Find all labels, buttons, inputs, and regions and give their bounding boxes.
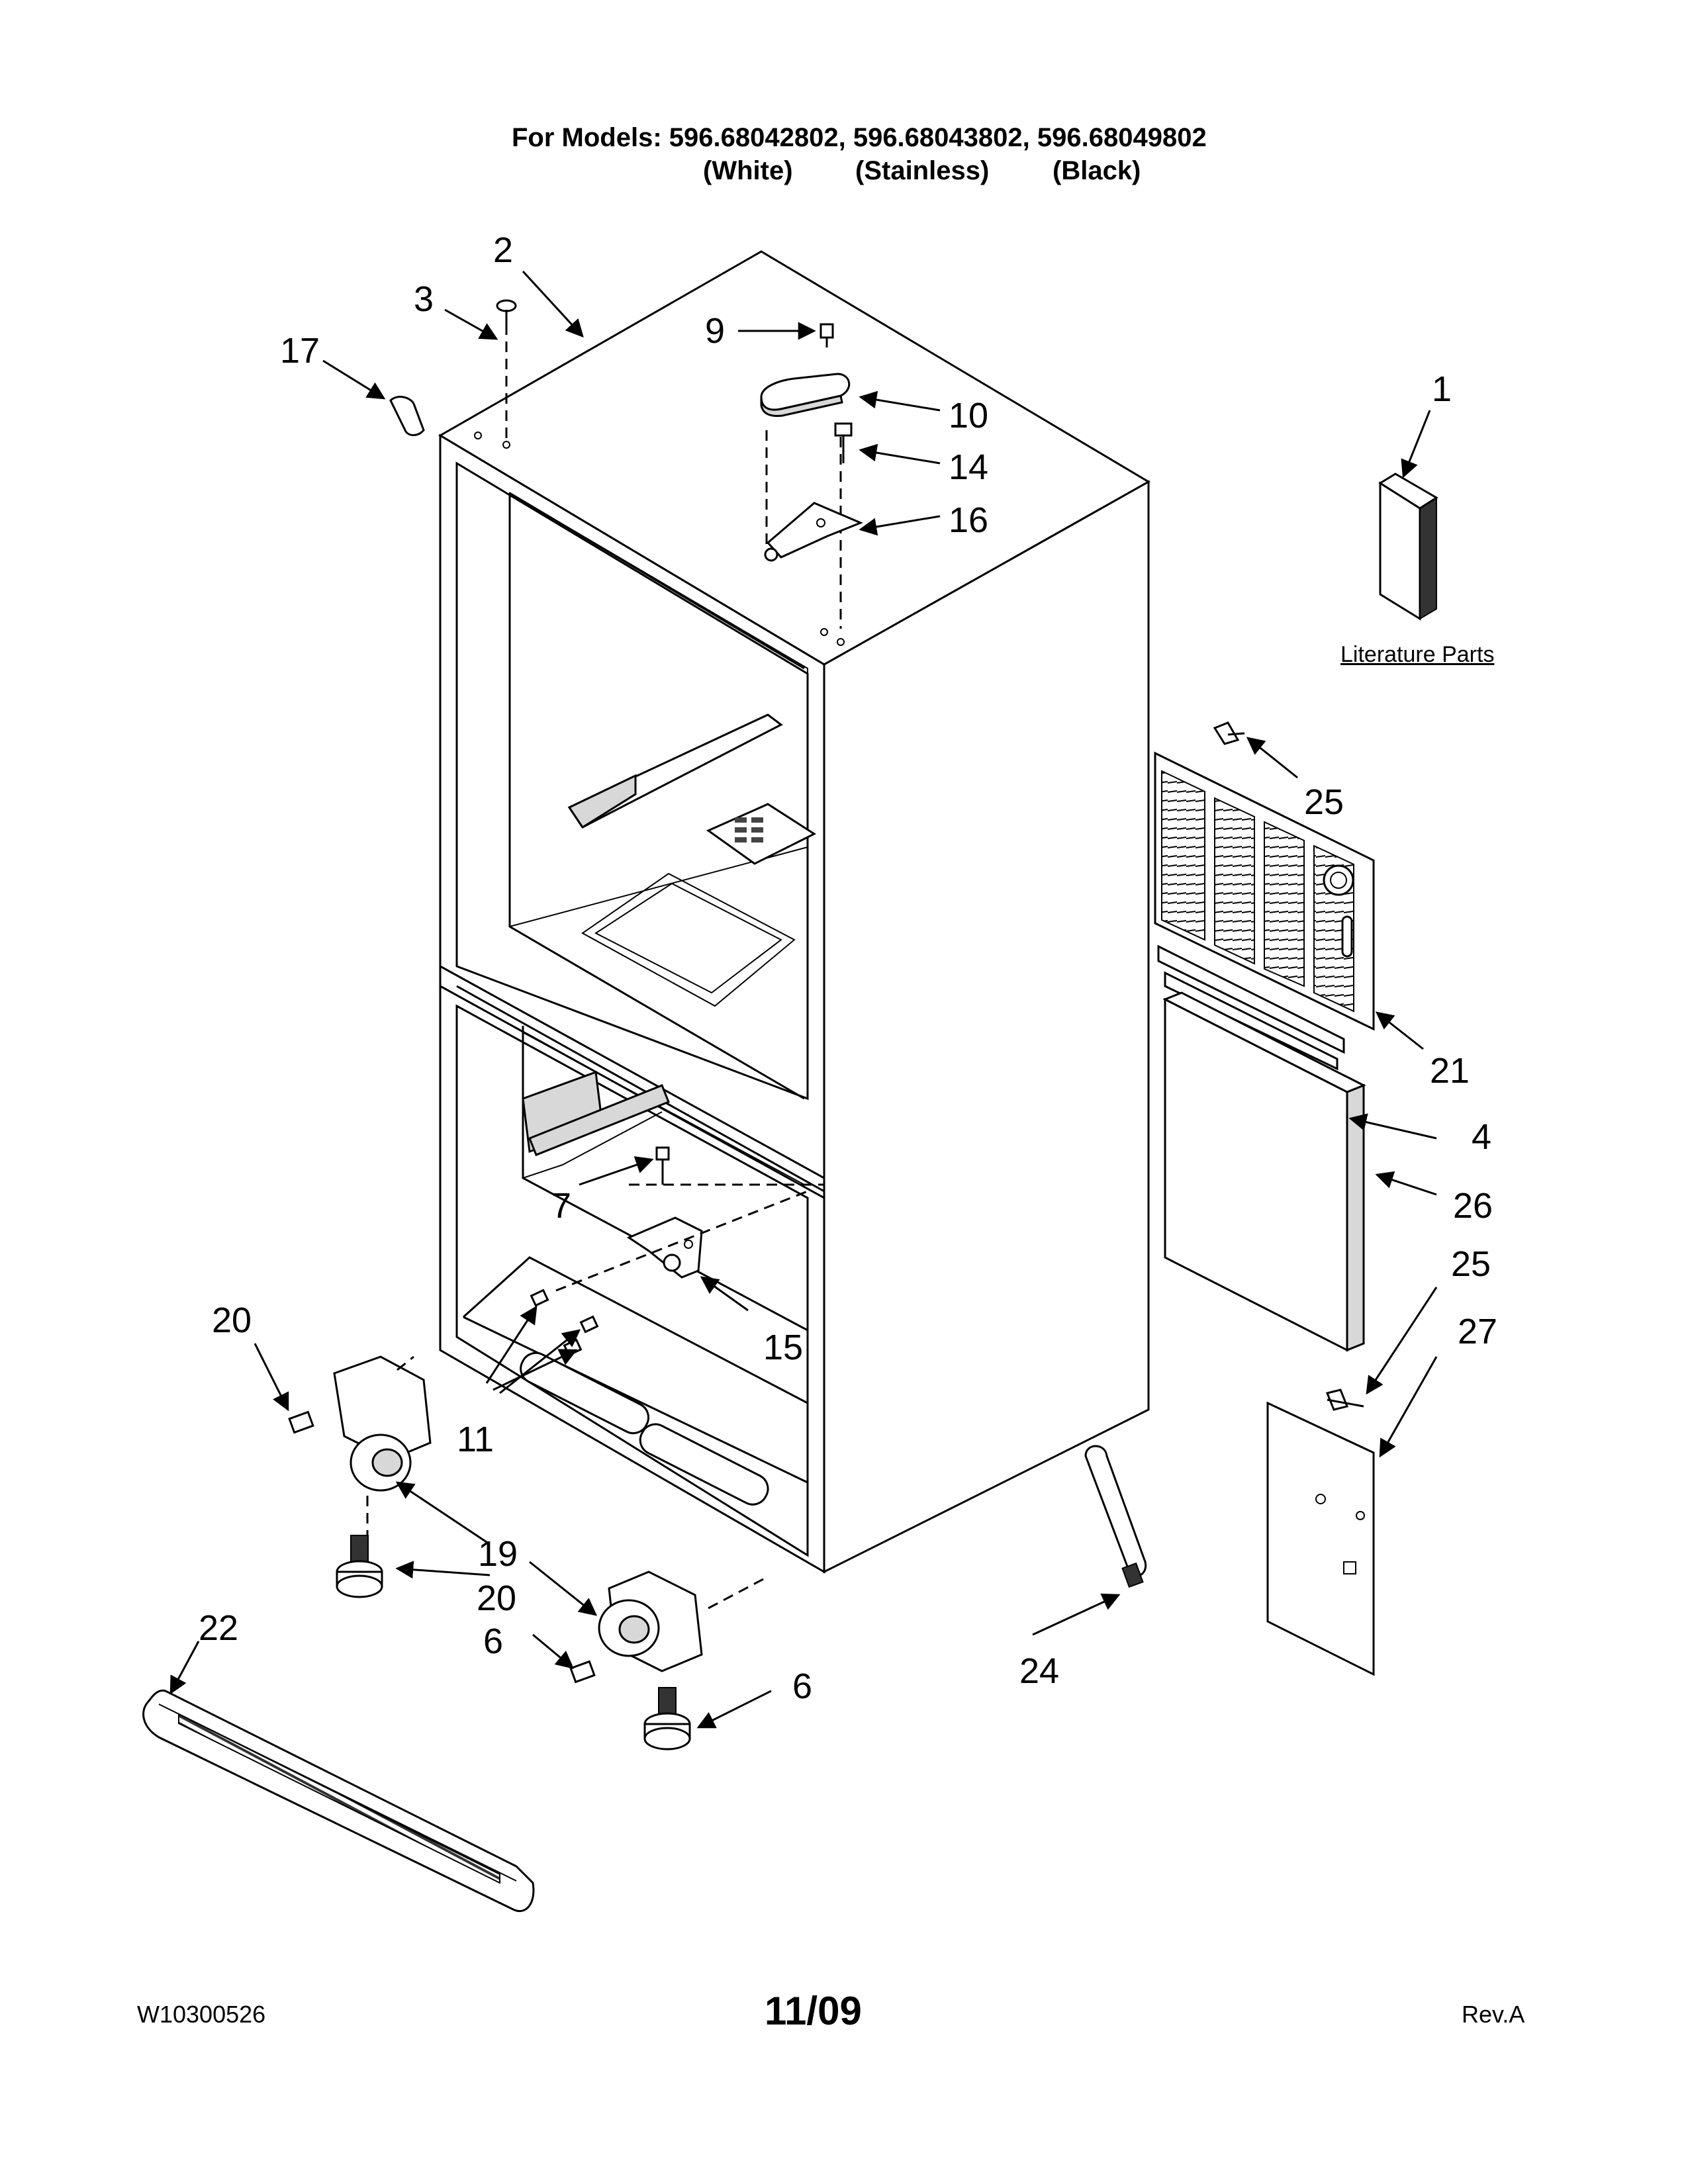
revision-label: Rev.A <box>1462 2001 1525 2028</box>
callout-7: 7 <box>551 1186 572 1226</box>
callout-26: 26 <box>1452 1186 1493 1226</box>
variant-black: (Black) <box>1053 156 1141 185</box>
callout-27: 27 <box>1457 1312 1498 1351</box>
toe-grille-22 <box>142 1689 535 1912</box>
callout-16: 16 <box>948 500 989 540</box>
callout-9: 9 <box>704 311 726 351</box>
rear-grille-panel <box>1154 751 1375 1031</box>
roller-assembly-left <box>288 1355 432 1598</box>
screw-25-lower <box>1325 1388 1364 1411</box>
callout-10: 10 <box>948 396 989 435</box>
models-header: For Models: 596.68042802, 596.68043802, … <box>512 123 1207 152</box>
callout-3: 3 <box>413 279 434 319</box>
callout-15: 15 <box>763 1328 804 1367</box>
callout-25-lower: 25 <box>1450 1244 1491 1284</box>
document-number: W10300526 <box>137 2001 266 2028</box>
callout-19: 19 <box>477 1534 518 1574</box>
cabinet <box>438 250 1150 1574</box>
sealing-strip-4 <box>1157 944 1345 1071</box>
variant-stainless: (Stainless) <box>855 156 990 185</box>
callout-1: 1 <box>1431 369 1452 409</box>
callout-4: 4 <box>1471 1117 1492 1157</box>
callout-25-upper: 25 <box>1303 782 1344 822</box>
screw-7 <box>655 1146 670 1185</box>
callout-20-left: 20 <box>211 1300 252 1340</box>
bracket-15 <box>626 1216 703 1279</box>
callout-6-left: 6 <box>483 1621 504 1661</box>
page-date: 11/09 <box>765 1989 862 2033</box>
callout-24: 24 <box>1019 1651 1060 1691</box>
screw-25-upper <box>1213 721 1245 745</box>
literature-parts-label: Literature Parts <box>1340 642 1495 667</box>
insulation-pad-26 <box>1162 991 1366 1352</box>
callout-2: 2 <box>492 230 514 270</box>
screw-3 <box>496 299 517 331</box>
variant-white: (White) <box>703 156 793 185</box>
literature-parts-book <box>1378 473 1438 621</box>
top-hinge-group <box>760 323 863 562</box>
callout-21: 21 <box>1429 1051 1470 1091</box>
cover-plate-27 <box>1266 1401 1375 1676</box>
callout-17: 17 <box>279 331 320 371</box>
callout-14: 14 <box>948 447 989 487</box>
drain-tube-24 <box>1084 1445 1147 1588</box>
callout-20-right: 20 <box>476 1578 517 1618</box>
clip-17 <box>389 396 425 436</box>
callout-11: 11 <box>456 1420 494 1459</box>
leader-arrows <box>169 270 1438 1729</box>
roller-assembly-right <box>569 1570 765 1751</box>
callout-6-right: 6 <box>792 1666 813 1706</box>
callout-22: 22 <box>198 1608 239 1648</box>
